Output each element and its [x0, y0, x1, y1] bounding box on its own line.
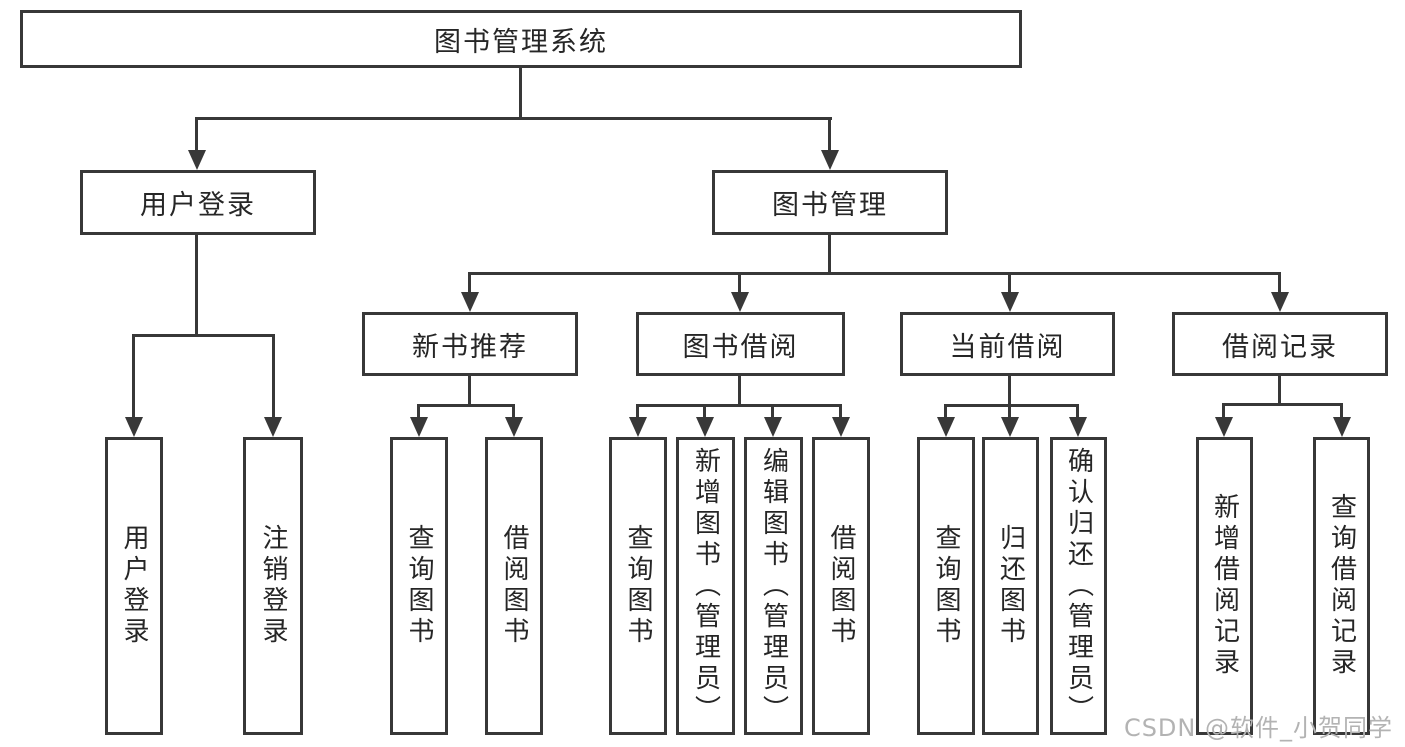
node-root: 图书管理系统: [20, 10, 1022, 68]
connector-cur-confirm-drop: [1076, 404, 1079, 419]
leaf-logout: 注销登录: [243, 437, 303, 735]
leaf-query-books-recommend: 查询图书: [390, 437, 448, 735]
arrow-to-current: [1001, 292, 1019, 312]
arrow-to-book-mgmt: [821, 150, 839, 170]
csdn-watermark: CSDN @软件_小贺同学: [1123, 714, 1393, 742]
arrow-to-cur-query: [937, 417, 955, 437]
connector-rec-add-drop: [1222, 403, 1225, 419]
leaf-add-books-admin: 新增图书（管理员）: [676, 437, 735, 735]
arrow-to-rec-query: [410, 417, 428, 437]
node-current-borrowing: 当前借阅: [900, 312, 1115, 376]
node-book-borrowing: 图书借阅: [636, 312, 845, 376]
connector-current-stem: [1008, 376, 1011, 406]
connector-records-stem: [1278, 376, 1281, 405]
arrow-to-bor-query: [629, 417, 647, 437]
connector-borrowing-drop: [738, 272, 741, 294]
connector-recommend-hline: [417, 404, 515, 407]
node-book-management-label: 图书管理: [772, 190, 888, 221]
arrow-to-leaf-logout: [264, 417, 282, 437]
connector-records-drop: [1278, 272, 1281, 294]
leaf-logout-label: 注销登录: [258, 524, 288, 648]
leaf-confirm-return-admin-label: 确认归还（管理员）: [1063, 446, 1094, 726]
connector-borrowing-stem: [738, 376, 741, 406]
node-user-login-label: 用户登录: [140, 190, 256, 221]
leaf-query-books-borrowing: 查询图书: [609, 437, 667, 735]
connector-root-stem: [519, 68, 522, 119]
connector-logout-drop: [272, 334, 275, 419]
leaf-borrow-books-recommend-label: 借阅图书: [499, 524, 529, 648]
arrow-to-cur-return: [1001, 417, 1019, 437]
leaf-query-books-recommend-label: 查询图书: [404, 524, 434, 648]
connector-book-mgmt-drop: [828, 117, 831, 153]
connector-login-drop: [132, 334, 135, 419]
connector-user-login-drop: [195, 117, 198, 153]
connector-bor-edit-drop: [771, 404, 774, 419]
connector-recommend-stem: [468, 376, 471, 406]
node-book-borrowing-label: 图书借阅: [682, 331, 799, 363]
connector-records-hline: [1222, 403, 1343, 406]
connector-borrowing-hline: [636, 404, 842, 407]
leaf-borrow-books-label: 借阅图书: [826, 524, 856, 648]
connector-book-mgmt-stem: [828, 235, 831, 274]
node-new-book-recommend-label: 新书推荐: [412, 331, 528, 363]
connector-bor-query-drop: [636, 404, 639, 419]
leaf-confirm-return-admin: 确认归还（管理员）: [1050, 437, 1107, 735]
connector-recommend-drop: [468, 272, 471, 294]
leaf-return-books: 归还图书: [982, 437, 1039, 735]
arrow-to-record-query: [1333, 417, 1351, 437]
connector-root-hline: [195, 117, 832, 120]
connector-cur-query-drop: [944, 404, 947, 419]
connector-current-drop: [1008, 272, 1011, 294]
connector-rec-query-drop: [417, 404, 420, 419]
leaf-add-borrow-record-label: 新增借阅记录: [1209, 493, 1240, 679]
arrow-to-record-add: [1215, 417, 1233, 437]
leaf-query-books-current: 查询图书: [917, 437, 975, 735]
leaf-borrow-books-recommend: 借阅图书: [485, 437, 543, 735]
connector-book-mgmt-hline: [468, 272, 1281, 275]
arrow-to-leaf-login: [125, 417, 143, 437]
connector-current-hline: [944, 404, 1079, 407]
arrow-to-bor-edit: [764, 417, 782, 437]
node-borrowing-records: 借阅记录: [1172, 312, 1388, 376]
leaf-return-books-label: 归还图书: [995, 524, 1026, 648]
arrow-to-bor-borrow: [832, 417, 850, 437]
arrow-to-user-login: [188, 150, 206, 170]
arrow-to-records: [1271, 292, 1289, 312]
connector-bor-borrow-drop: [839, 404, 842, 419]
leaf-query-borrow-record: 查询借阅记录: [1313, 437, 1370, 735]
node-book-management: 图书管理: [712, 170, 948, 235]
arrow-to-cur-confirm: [1069, 417, 1087, 437]
connector-user-login-stem: [195, 235, 198, 336]
leaf-borrow-books: 借阅图书: [812, 437, 870, 735]
connector-cur-return-drop: [1008, 404, 1011, 419]
arrow-to-rec-borrow: [505, 417, 523, 437]
leaf-user-login: 用户登录: [105, 437, 163, 735]
node-root-label: 图书管理系统: [434, 26, 608, 58]
leaf-edit-books-admin-label: 编辑图书（管理员）: [758, 446, 789, 726]
leaf-add-borrow-record: 新增借阅记录: [1196, 437, 1253, 735]
node-new-book-recommend: 新书推荐: [362, 312, 578, 376]
connector-rec-query2-drop: [1340, 403, 1343, 419]
leaf-edit-books-admin: 编辑图书（管理员）: [744, 437, 803, 735]
node-current-borrowing-label: 当前借阅: [949, 331, 1066, 363]
leaf-query-borrow-record-label: 查询借阅记录: [1326, 493, 1357, 679]
leaf-query-books-current-label: 查询图书: [931, 524, 961, 648]
leaf-add-books-admin-label: 新增图书（管理员）: [690, 446, 721, 726]
arrow-to-bor-add: [696, 417, 714, 437]
leaf-user-login-label: 用户登录: [119, 524, 149, 648]
connector-rec-borrow-drop: [512, 404, 515, 419]
node-borrowing-records-label: 借阅记录: [1222, 331, 1338, 363]
arrow-to-recommend: [461, 292, 479, 312]
connector-user-login-hline: [132, 334, 275, 337]
arrow-to-borrowing: [731, 292, 749, 312]
leaf-query-books-borrowing-label: 查询图书: [623, 524, 653, 648]
connector-bor-add-drop: [703, 404, 706, 419]
node-user-login: 用户登录: [80, 170, 316, 235]
